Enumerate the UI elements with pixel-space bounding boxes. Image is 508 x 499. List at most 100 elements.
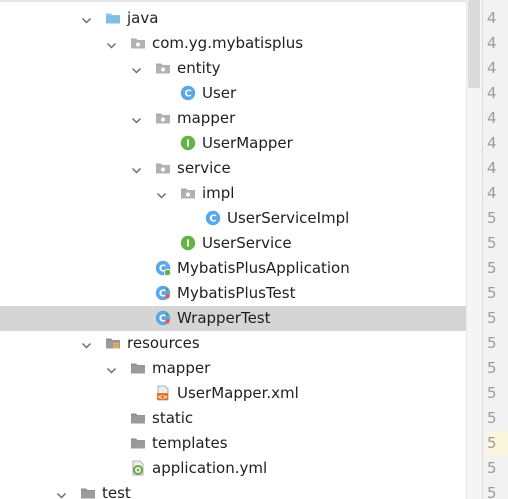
line-number: 4 [487, 184, 497, 202]
test-class-icon: C [155, 285, 171, 301]
line-number: 5 [487, 431, 508, 456]
tree-node-wrappertest[interactable]: C WrapperTest [0, 306, 466, 331]
tree-top-divider [0, 0, 466, 2]
tree-scrollbar-thumb[interactable] [468, 0, 480, 88]
tree-node-test[interactable]: test [0, 481, 466, 499]
tree-node-label: MybatisPlusApplication [177, 259, 350, 277]
interface-icon: I [180, 135, 196, 151]
line-number: 5 [487, 359, 497, 377]
tree-node-mapper[interactable]: mapper [0, 106, 466, 131]
line-number: 4 [487, 34, 497, 52]
line-number: 5 [487, 409, 497, 427]
folder-icon [105, 10, 121, 26]
tree-node-userserviceimpl[interactable]: C UserServiceImpl [0, 206, 466, 231]
chevron-down-icon[interactable] [106, 37, 117, 49]
chevron-down-icon[interactable] [56, 487, 67, 499]
svg-text:C: C [159, 264, 166, 275]
svg-text:C: C [159, 289, 166, 300]
tree-node-label: resources [127, 334, 200, 352]
line-number: 5 [487, 259, 497, 277]
folder-icon [80, 485, 96, 499]
class-icon: C [205, 210, 221, 226]
chevron-down-icon[interactable] [156, 187, 167, 199]
tree-node-user[interactable]: C User [0, 81, 466, 106]
class-icon: C [180, 85, 196, 101]
tree-node-label: User [202, 84, 237, 102]
folder-icon [130, 360, 146, 376]
package-icon [155, 160, 171, 176]
folder-icon [130, 435, 146, 451]
interface-icon: I [180, 235, 196, 251]
yml-file-icon [130, 460, 146, 476]
tree-node-label: mapper [177, 109, 236, 127]
line-number: 5 [487, 234, 497, 252]
project-tree: java com.yg.mybatisplus entity C User map… [0, 6, 466, 499]
tree-node-templates[interactable]: templates [0, 431, 466, 456]
chevron-down-icon[interactable] [131, 162, 142, 174]
tree-node-mapper[interactable]: mapper [0, 356, 466, 381]
svg-text:C: C [209, 214, 216, 225]
line-number: 4 [487, 109, 497, 127]
line-number: 4 [487, 84, 497, 102]
line-number: 4 [487, 159, 497, 177]
line-number: 5 [487, 384, 497, 402]
tree-node-label: service [177, 159, 231, 177]
tree-node-label: application.yml [152, 459, 268, 477]
tree-node-label: static [152, 409, 194, 427]
line-number: 5 [487, 309, 497, 327]
tree-node-label: java [127, 9, 159, 27]
tree-node-entity[interactable]: entity [0, 56, 466, 81]
tree-node-label: entity [177, 59, 221, 77]
tree-node-label: com.yg.mybatisplus [152, 34, 304, 52]
tree-node-application-yml[interactable]: application.yml [0, 456, 466, 481]
spring-boot-class-icon: C [155, 260, 172, 277]
tree-node-impl[interactable]: impl [0, 181, 466, 206]
tree-scrollbar-track[interactable] [466, 0, 483, 499]
tree-node-label: impl [202, 184, 235, 202]
line-number: 5 [487, 209, 497, 227]
tree-node-static[interactable]: static [0, 406, 466, 431]
line-number: 4 [487, 134, 497, 152]
line-number: 4 [487, 59, 497, 77]
line-number: 5 [487, 459, 497, 477]
svg-text:C: C [159, 314, 166, 325]
line-number: 5 [487, 484, 497, 499]
chevron-down-icon[interactable] [81, 12, 92, 24]
tree-node-resources[interactable]: resources [0, 331, 466, 356]
folder-icon [130, 410, 146, 426]
package-icon [130, 35, 146, 51]
tree-node-label: WrapperTest [177, 309, 271, 327]
svg-text:<>: <> [157, 394, 167, 401]
tree-node-label: MybatisPlusTest [177, 284, 296, 302]
chevron-down-icon[interactable] [106, 362, 117, 374]
tree-node-java[interactable]: java [0, 6, 466, 31]
tree-node-label: UserService [202, 234, 292, 252]
line-number: 4 [487, 9, 497, 27]
chevron-down-icon[interactable] [131, 62, 142, 74]
package-icon [180, 185, 196, 201]
svg-text:I: I [186, 239, 190, 250]
resources-folder-icon [105, 335, 121, 351]
svg-text:C: C [184, 89, 191, 100]
tree-node-mybatisplustest[interactable]: C MybatisPlusTest [0, 281, 466, 306]
editor-line-gutter: 4 4 4 4 4 4 4 4 5 5 5 5 5 5 5 5 5 5 5 5 [482, 0, 508, 499]
xml-file-icon: <> [155, 385, 171, 401]
package-icon [155, 60, 171, 76]
chevron-down-icon[interactable] [81, 337, 92, 349]
chevron-down-icon[interactable] [131, 112, 142, 124]
tree-node-service[interactable]: service [0, 156, 466, 181]
line-number: 5 [487, 334, 497, 352]
tree-node-mybatisplusapplication[interactable]: C MybatisPlusApplication [0, 256, 466, 281]
package-icon [155, 110, 171, 126]
tree-node-label: UserMapper.xml [177, 384, 299, 402]
tree-node-label: test [102, 484, 131, 499]
tree-node-label: templates [152, 434, 228, 452]
test-class-icon: C [155, 310, 171, 326]
tree-node-label: UserServiceImpl [227, 209, 350, 227]
tree-node-com-yg-mybatisplus[interactable]: com.yg.mybatisplus [0, 31, 466, 56]
tree-node-userservice[interactable]: I UserService [0, 231, 466, 256]
tree-node-usermapper-xml[interactable]: <> UserMapper.xml [0, 381, 466, 406]
line-number: 5 [487, 284, 497, 302]
svg-text:I: I [186, 139, 190, 150]
